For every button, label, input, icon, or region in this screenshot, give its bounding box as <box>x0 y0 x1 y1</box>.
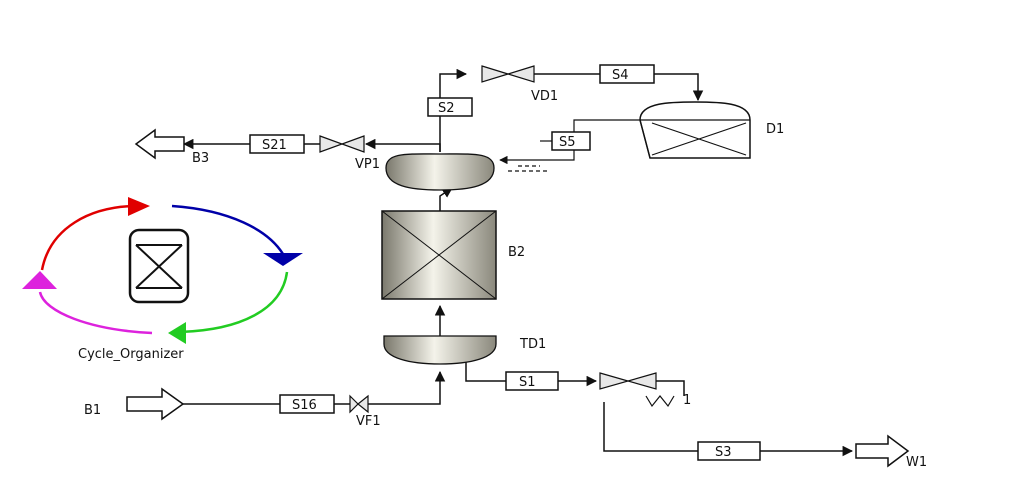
vessel-td1[interactable] <box>383 335 497 365</box>
label-b3: B3 <box>192 151 209 166</box>
valve-vp1[interactable] <box>319 135 365 153</box>
label-w1: W1 <box>906 455 927 470</box>
product-arrow-b3[interactable] <box>134 128 185 160</box>
top-vessel[interactable] <box>385 153 495 191</box>
stream-s4-label: S4 <box>612 68 629 83</box>
cycle-arrow-green <box>168 322 186 344</box>
label-vf1: VF1 <box>356 414 381 429</box>
cycle-arc-blue <box>171 204 285 255</box>
product-arrow-w1[interactable] <box>855 434 910 468</box>
valve-vd1[interactable] <box>481 65 535 83</box>
valve-vf1[interactable] <box>349 394 369 414</box>
stream-s5[interactable]: S5 <box>551 131 591 151</box>
stream-s2[interactable]: S2 <box>427 97 473 117</box>
cycle-arrow-magenta <box>22 271 57 289</box>
feed-arrow-b1[interactable] <box>126 387 185 421</box>
valve-1[interactable] <box>599 372 675 408</box>
stream-s21[interactable]: S21 <box>249 134 305 154</box>
stream-s16[interactable]: S16 <box>279 394 335 414</box>
stream-s3[interactable]: S3 <box>697 441 761 461</box>
stream-s2-label: S2 <box>438 101 455 116</box>
label-td1: TD1 <box>519 337 546 352</box>
stream-s5-label: S5 <box>559 135 576 150</box>
cycle-arrow-red <box>128 197 150 216</box>
cycle-arc-green <box>179 271 289 334</box>
piping <box>182 68 854 457</box>
label-b1: B1 <box>84 403 101 418</box>
cycle-arc-red <box>40 204 139 271</box>
stream-s16-label: S16 <box>292 398 317 413</box>
stream-s1-label: S1 <box>519 375 536 390</box>
cycle-arrow-blue <box>263 253 303 266</box>
label-vd1: VD1 <box>531 89 558 104</box>
stream-s3-label: S3 <box>715 445 732 460</box>
cycle-organizer-label: Cycle_Organizer <box>78 347 184 362</box>
cycle-arc-magenta <box>38 291 153 335</box>
stream-s1[interactable]: S1 <box>505 371 559 391</box>
label-b2: B2 <box>508 245 525 260</box>
column-b2[interactable] <box>381 210 497 300</box>
label-d1: D1 <box>766 122 784 137</box>
stream-s21-label: S21 <box>262 138 287 153</box>
drum-d1[interactable] <box>639 101 751 159</box>
label-vp1: VP1 <box>355 157 380 172</box>
stream-s4[interactable]: S4 <box>599 64 655 84</box>
cycle-organizer[interactable]: Cycle_Organizer <box>22 197 303 362</box>
label-valve-1: 1 <box>683 393 691 408</box>
cycle-organizer-icon <box>128 228 190 304</box>
